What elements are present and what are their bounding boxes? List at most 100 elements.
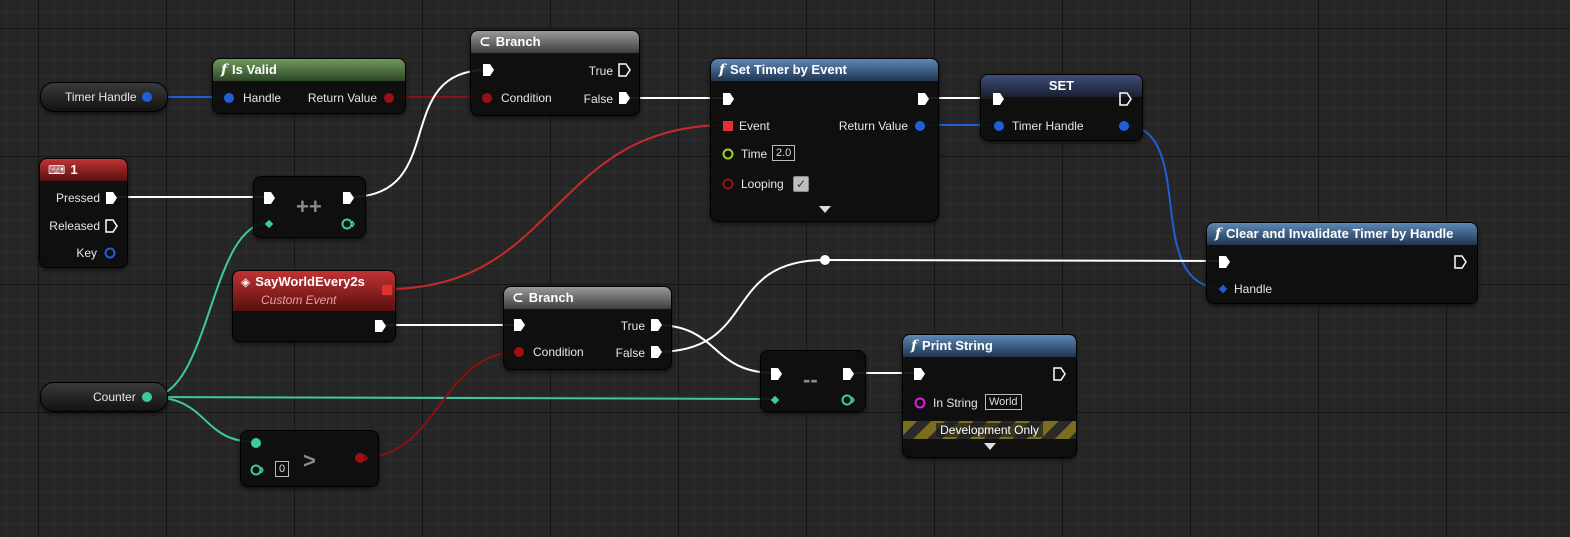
set-timer-expand-icon[interactable] (819, 206, 831, 213)
timer-handle-getter-label: Timer Handle (65, 90, 137, 104)
print-string-title: Print String (922, 338, 993, 353)
greater-out-pin[interactable] (354, 452, 368, 464)
branch-bottom-node[interactable]: ⊂Branch True Condition False (503, 286, 672, 370)
branch-bottom-true-pin[interactable] (649, 318, 663, 332)
key-event-node[interactable]: ⌨1 Pressed Released Key (39, 158, 128, 268)
is-valid-title: Is Valid (232, 62, 277, 77)
wire-true-decrement (655, 324, 776, 374)
clear-timer-handle-label: Handle (1234, 282, 1273, 296)
branch-bottom-condition-pin[interactable] (513, 346, 525, 358)
branch-top-condition-pin[interactable] (481, 92, 493, 104)
is-valid-return-pin[interactable] (383, 92, 395, 104)
branch-bottom-false-pin[interactable] (649, 345, 663, 359)
decrement-operator: -- (803, 367, 818, 392)
set-timer-event-pin[interactable] (722, 120, 734, 132)
is-valid-handle-pin[interactable] (223, 92, 235, 104)
custom-event-header: ◈SayWorldEvery2s Custom Event (233, 271, 395, 311)
branch-top-false-pin[interactable] (617, 91, 631, 105)
branch-bottom-title: Branch (528, 290, 574, 305)
branch-top-node[interactable]: ⊂Branch True Condition False (470, 30, 640, 116)
greater-value-input[interactable]: 0 (275, 461, 290, 477)
key-event-header: ⌨1 (40, 159, 127, 181)
decrement-exec-in-pin[interactable] (769, 367, 783, 381)
set-timer-event-label: Event (739, 119, 770, 133)
set-timer-time-pin[interactable] (722, 148, 734, 160)
development-only-banner: Development Only (903, 421, 1076, 439)
timer-handle-out-pin[interactable] (141, 91, 153, 103)
key-event-pressed-pin[interactable] (104, 191, 118, 205)
set-timer-time-input[interactable]: 2.0 (772, 145, 796, 161)
set-timer-exec-out-pin[interactable] (916, 92, 930, 106)
set-timer-return-label: Return Value (838, 119, 908, 133)
key-event-title: 1 (70, 162, 78, 177)
is-valid-return-label: Return Value (307, 91, 377, 105)
branch-top-true-label: True (588, 64, 613, 78)
print-string-header: f Print String (903, 335, 1076, 357)
wire-event-delegate (386, 124, 728, 290)
print-string-value-input[interactable]: World (985, 394, 1022, 410)
clear-timer-handle-pin[interactable] (1217, 283, 1229, 295)
set-variable-node[interactable]: SET Timer Handle (980, 74, 1143, 141)
decrement-node[interactable]: -- (760, 350, 866, 412)
increment-exec-in-pin[interactable] (262, 191, 276, 205)
wire-greater-condition (359, 351, 519, 459)
custom-event-node[interactable]: ◈SayWorldEvery2s Custom Event (232, 270, 396, 342)
wire-reroute-knot[interactable] (820, 255, 830, 265)
branch-top-exec-in-pin[interactable] (481, 63, 495, 77)
timer-handle-getter-node[interactable]: Timer Handle (40, 82, 168, 112)
key-event-released-label: Released (49, 219, 100, 233)
greater-node[interactable]: 0 > (240, 430, 379, 487)
decrement-in-pin[interactable] (769, 394, 781, 406)
counter-out-pin[interactable] (141, 391, 153, 403)
decrement-out-pin[interactable] (841, 394, 855, 406)
custom-event-delegate-pin[interactable] (381, 284, 393, 296)
set-timer-exec-in-pin[interactable] (721, 92, 735, 106)
branch-top-condition-label: Condition (501, 91, 552, 105)
set-timer-title: Set Timer by Event (730, 62, 847, 77)
branch-bottom-false-label: False (615, 346, 645, 360)
set-timer-looping-checkbox[interactable]: ✓ (793, 176, 809, 192)
key-event-pressed-label: Pressed (55, 191, 100, 205)
branch-bottom-header: ⊂Branch (504, 287, 671, 309)
counter-getter-node[interactable]: Counter (40, 382, 168, 412)
increment-out-pin[interactable] (341, 218, 355, 230)
increment-operator: ++ (296, 194, 322, 219)
decrement-exec-out-pin[interactable] (841, 367, 855, 381)
increment-in-pin[interactable] (263, 218, 275, 230)
key-event-released-pin[interactable] (104, 219, 118, 233)
branch-bottom-true-label: True (620, 319, 645, 333)
key-event-key-pin[interactable] (104, 247, 116, 259)
increment-node[interactable]: ++ (253, 176, 366, 238)
clear-timer-exec-out-pin[interactable] (1453, 255, 1467, 269)
development-only-label: Development Only (936, 423, 1043, 437)
branch-top-true-pin[interactable] (617, 63, 631, 77)
clear-timer-exec-in-pin[interactable] (1217, 255, 1231, 269)
wire-counter-decrement (149, 396, 776, 400)
set-variable-title: SET (1048, 78, 1075, 93)
set-variable-exec-in-pin[interactable] (991, 92, 1005, 106)
function-icon: f (911, 338, 918, 354)
set-variable-in-pin[interactable] (993, 120, 1005, 132)
branch-top-false-label: False (583, 92, 613, 106)
print-string-exec-out-pin[interactable] (1052, 367, 1066, 381)
greater-b-pin[interactable] (250, 464, 264, 476)
print-string-exec-in-pin[interactable] (912, 367, 926, 381)
set-variable-exec-out-pin[interactable] (1118, 92, 1132, 106)
set-variable-out-pin[interactable] (1118, 120, 1130, 132)
branch-bottom-exec-in-pin[interactable] (512, 318, 526, 332)
greater-a-pin[interactable] (250, 437, 262, 449)
set-timer-return-pin[interactable] (914, 120, 926, 132)
set-timer-looping-pin[interactable] (722, 178, 734, 190)
function-icon: f (221, 62, 228, 78)
print-string-expand-icon[interactable] (984, 443, 996, 450)
custom-event-exec-out-pin[interactable] (373, 319, 387, 333)
wire-timerhandle-clear (1122, 124, 1223, 289)
set-timer-header: f Set Timer by Event (711, 59, 938, 81)
increment-exec-out-pin[interactable] (341, 191, 355, 205)
function-icon: f (719, 62, 726, 78)
print-string-in-string-pin[interactable] (914, 397, 926, 409)
